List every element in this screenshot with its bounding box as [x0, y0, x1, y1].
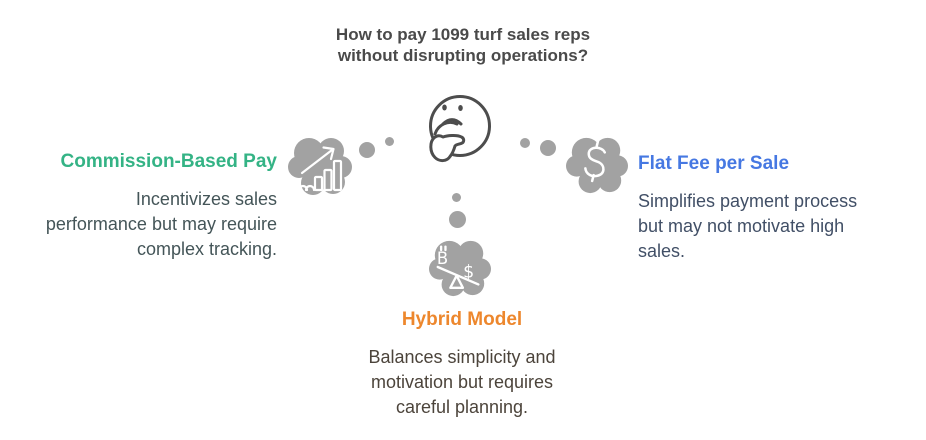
option-description: Simplifies payment process but may not m…	[638, 191, 858, 261]
thought-dot	[449, 211, 466, 228]
thought-dot	[385, 137, 394, 146]
growth-bar-chart-icon	[288, 135, 352, 196]
option-heading: Flat Fee per Sale	[638, 153, 790, 174]
page-title: How to pay 1099 turf sales reps without …	[335, 25, 591, 65]
svg-text:$: $	[463, 263, 474, 283]
thinking-face-icon	[429, 95, 491, 163]
option-description: Incentivizes sales performance but may r…	[45, 189, 277, 259]
option-hybrid-model: Hybrid Model Balances simplicity and mot…	[312, 308, 612, 420]
thought-dot	[359, 142, 375, 158]
option-flat-fee-per-sale: Flat Fee per Sale Simplifies payment pro…	[638, 152, 923, 264]
option-heading: Hybrid Model	[401, 309, 523, 330]
thought-dot	[520, 138, 530, 148]
svg-text:B: B	[437, 249, 448, 268]
option-description: Balances simplicity and motivation but r…	[368, 347, 556, 417]
thought-dot	[452, 193, 461, 202]
thought-dot	[540, 140, 556, 156]
option-commission-based-pay: Commission-Based Pay Incentivizes sales …	[0, 150, 277, 262]
option-heading: Commission-Based Pay	[60, 151, 277, 172]
balance-scale-icon: B $	[429, 238, 491, 298]
dollar-sign-icon	[566, 135, 628, 195]
